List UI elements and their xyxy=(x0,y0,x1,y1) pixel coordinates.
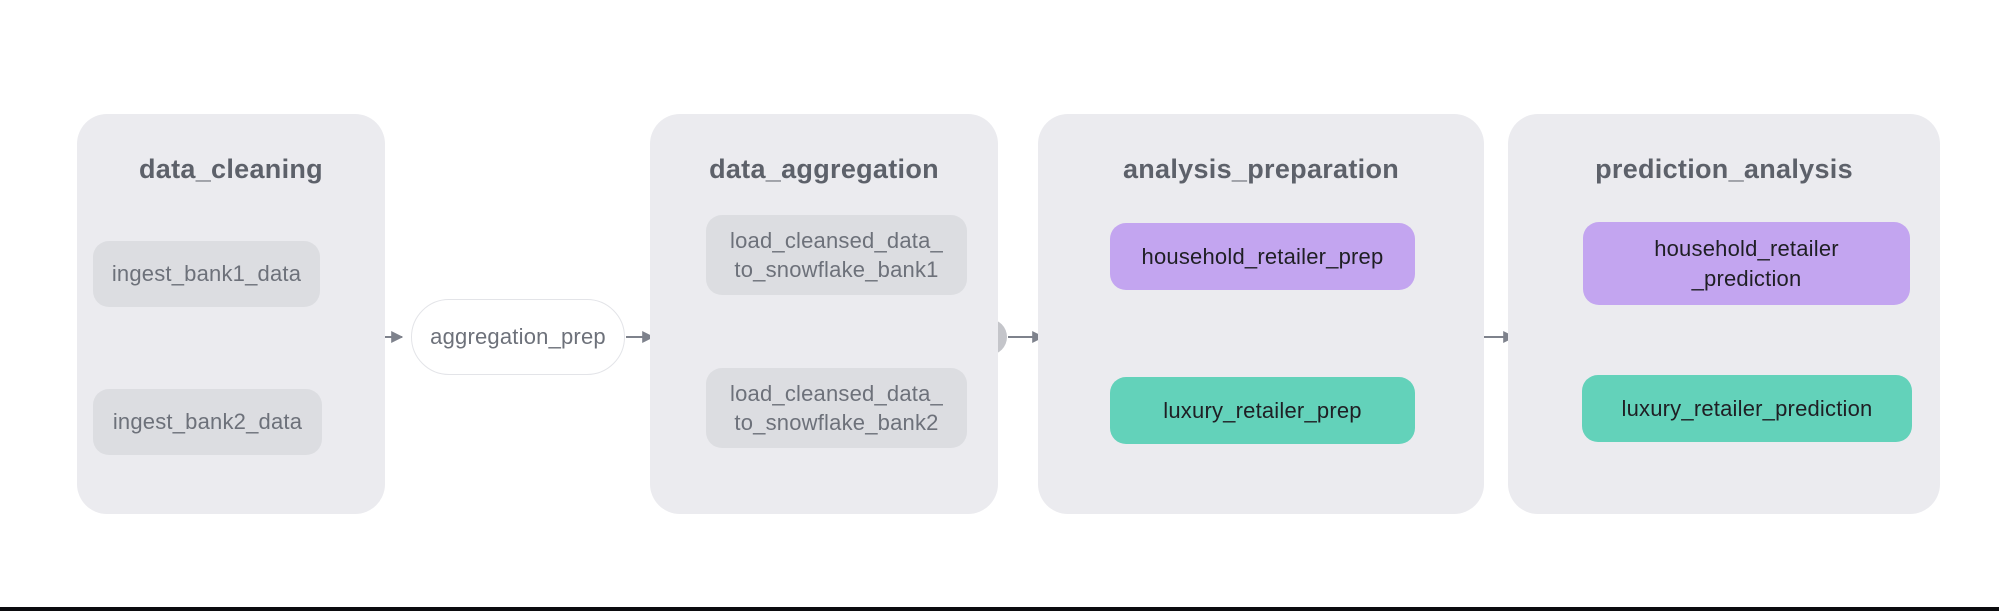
task-node-household-retailer-prep[interactable]: household_retailer_prep xyxy=(1110,223,1415,290)
group-title-data-aggregation[interactable]: data_aggregation xyxy=(709,154,939,184)
task-node-ingest-bank2-data[interactable]: ingest_bank2_data xyxy=(93,389,322,455)
task-node-load-cleansed-data-to-snowflake-bank2[interactable]: load_cleansed_data_ to_snowflake_bank2 xyxy=(706,368,967,448)
task-group-prediction-analysis[interactable]: prediction_analysis household_retailer _… xyxy=(1508,114,1940,514)
task-group-data-aggregation[interactable]: data_aggregation load_cleansed_data_ to_… xyxy=(650,114,998,514)
task-node-luxury-retailer-prep[interactable]: luxury_retailer_prep xyxy=(1110,377,1415,444)
task-node-household-retailer-prediction[interactable]: household_retailer _prediction xyxy=(1583,222,1910,305)
task-node-ingest-bank1-data[interactable]: ingest_bank1_data xyxy=(93,241,320,307)
task-group-data-cleaning[interactable]: data_cleaning ingest_bank1_data ingest_b… xyxy=(77,114,385,514)
group-title-analysis-preparation[interactable]: analysis_preparation xyxy=(1122,154,1400,184)
task-node-load-cleansed-data-to-snowflake-bank1[interactable]: load_cleansed_data_ to_snowflake_bank1 xyxy=(706,215,967,295)
task-node-luxury-retailer-prediction[interactable]: luxury_retailer_prediction xyxy=(1582,375,1912,442)
group-title-prediction-analysis[interactable]: prediction_analysis xyxy=(1595,154,1853,184)
task-group-analysis-preparation[interactable]: analysis_preparation household_retailer_… xyxy=(1038,114,1484,514)
task-node-aggregation-prep[interactable]: aggregation_prep xyxy=(411,299,625,375)
group-title-data-cleaning[interactable]: data_cleaning xyxy=(139,154,323,184)
bottom-divider-bar xyxy=(0,607,1999,611)
